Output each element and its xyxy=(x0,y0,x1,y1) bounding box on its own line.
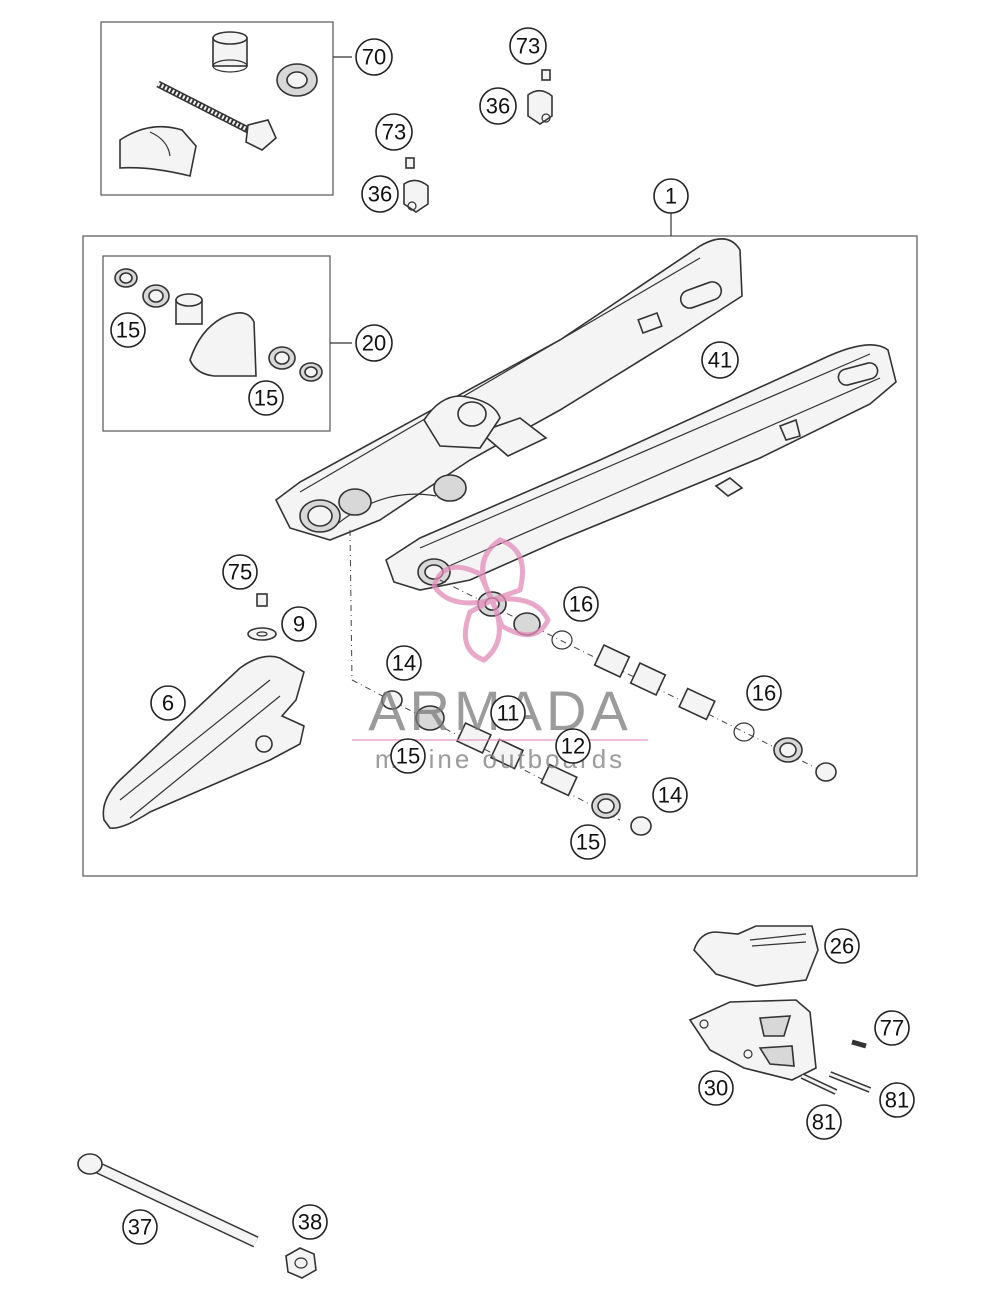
spacer-part xyxy=(212,31,248,73)
callout-12: 12 xyxy=(555,728,591,764)
callout-26: 26 xyxy=(824,928,860,964)
callout-15-c: 15 xyxy=(390,738,426,774)
callout-20: 20 xyxy=(355,324,393,362)
callout-36-lower-label: 36 xyxy=(368,182,392,207)
callout-11: 11 xyxy=(490,695,526,731)
nut-38 xyxy=(285,1247,317,1279)
pivot-hardware-lower xyxy=(381,690,652,836)
callout-26-label: 26 xyxy=(830,934,854,959)
callout-15-d-label: 15 xyxy=(576,830,600,855)
swingarm-part xyxy=(274,238,897,591)
axle-37 xyxy=(77,1153,259,1248)
callout-77-label: 77 xyxy=(880,1016,904,1041)
clamp-36-lower xyxy=(403,179,429,213)
callout-6: 6 xyxy=(150,685,186,721)
callout-15-b: 15 xyxy=(248,380,284,416)
callout-37-label: 37 xyxy=(128,1215,152,1240)
callout-9: 9 xyxy=(281,606,317,642)
washer-9 xyxy=(247,627,277,641)
callout-37: 37 xyxy=(122,1209,158,1245)
callout-15-c-label: 15 xyxy=(396,744,420,769)
bolt-73-lower xyxy=(405,157,415,169)
callout-38: 38 xyxy=(292,1204,328,1240)
callout-73-upper-label: 73 xyxy=(516,34,540,59)
callout-73-upper: 73 xyxy=(509,27,547,65)
bolt-73-upper xyxy=(541,69,551,81)
clamp-36-upper xyxy=(527,89,553,125)
callout-16-b-label: 16 xyxy=(752,681,776,706)
axis-line-1 xyxy=(349,529,353,681)
chain-slider-6 xyxy=(102,655,305,829)
chain-guide-30 xyxy=(688,999,817,1081)
callout-12-label: 12 xyxy=(561,734,585,759)
callout-81-b-label: 81 xyxy=(812,1110,836,1135)
callout-15-a-label: 15 xyxy=(116,318,140,343)
callout-1-label: 1 xyxy=(665,184,677,209)
callout-30: 30 xyxy=(698,1070,734,1106)
bearing-ring-part xyxy=(276,63,318,97)
propeller-icon xyxy=(431,537,551,663)
callout-41: 41 xyxy=(701,341,739,379)
callout-77: 77 xyxy=(874,1010,910,1046)
callout-36-lower: 36 xyxy=(361,175,399,213)
long-bolt-part xyxy=(156,80,277,151)
callout-14-b-label: 14 xyxy=(658,783,682,808)
bolt-75 xyxy=(256,593,268,607)
axis-line-3 xyxy=(439,579,831,776)
callout-20-label: 20 xyxy=(362,331,386,356)
callout-15-b-label: 15 xyxy=(254,386,278,411)
callout-15-a: 15 xyxy=(110,312,146,348)
callout-11-label: 11 xyxy=(497,701,520,726)
kit-70-box xyxy=(100,21,352,196)
callout-73-lower-label: 73 xyxy=(382,120,406,145)
callout-6-label: 6 xyxy=(162,691,174,716)
bushing-part xyxy=(119,125,197,177)
callout-14-b: 14 xyxy=(652,777,688,813)
callout-9-label: 9 xyxy=(293,612,305,637)
screw-77 xyxy=(851,1039,867,1049)
callout-38-label: 38 xyxy=(298,1210,322,1235)
callout-81-a: 81 xyxy=(879,1082,915,1118)
bolt-81-a xyxy=(828,1071,872,1093)
callout-75: 75 xyxy=(222,554,258,590)
callout-1: 1 xyxy=(653,178,689,214)
callout-16-a-label: 16 xyxy=(569,592,593,617)
callout-30-label: 30 xyxy=(704,1076,728,1101)
watermark-logo: ARMADA marine outboards xyxy=(352,537,648,774)
bolt-81-b xyxy=(800,1073,838,1095)
callout-15-d: 15 xyxy=(570,824,606,860)
callout-81-b: 81 xyxy=(806,1104,842,1140)
main-swingarm-box xyxy=(82,213,918,877)
callout-70-label: 70 xyxy=(362,45,386,70)
callout-70: 70 xyxy=(355,38,393,76)
kit-20-box xyxy=(102,255,352,432)
callout-75-label: 75 xyxy=(228,560,252,585)
pivot-hardware-upper xyxy=(477,591,837,782)
callout-14-a-label: 14 xyxy=(392,651,416,676)
callout-36-upper-label: 36 xyxy=(486,94,510,119)
callout-14-a: 14 xyxy=(386,645,422,681)
callout-81-a-label: 81 xyxy=(885,1088,909,1113)
callout-16-a: 16 xyxy=(563,586,599,622)
callout-41-label: 41 xyxy=(708,348,732,373)
callout-16-b: 16 xyxy=(746,675,782,711)
callout-73-lower: 73 xyxy=(375,113,413,151)
chain-guide-26 xyxy=(693,925,819,987)
callout-36-upper: 36 xyxy=(479,87,517,125)
